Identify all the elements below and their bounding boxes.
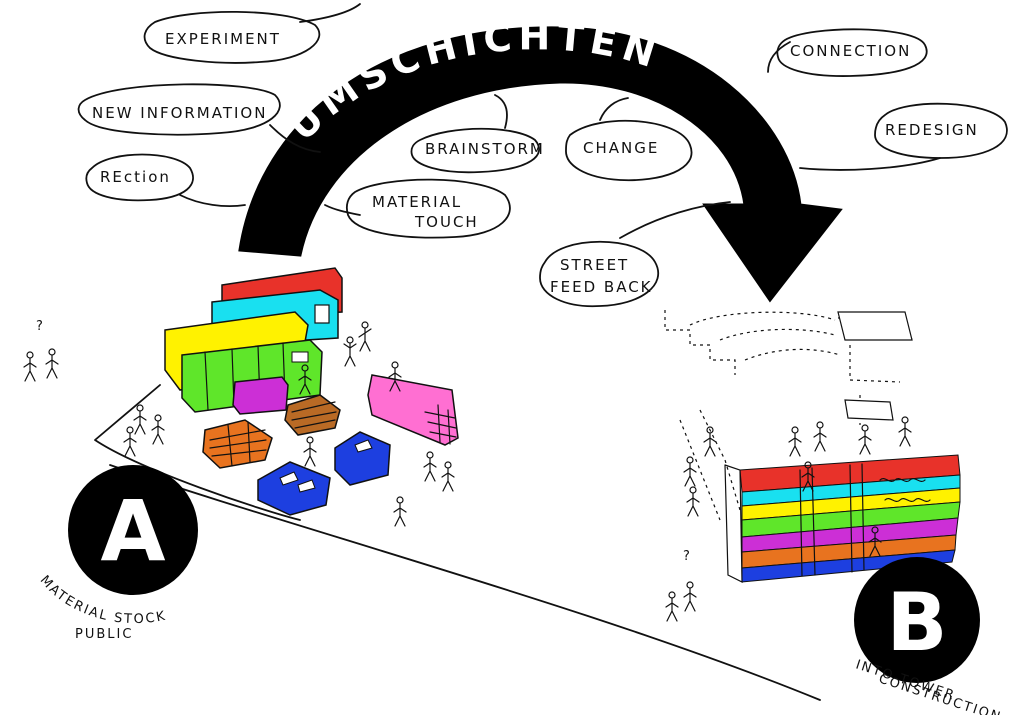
redesign-label: REDESIGN [885,121,979,139]
blue-box-2 [257,461,331,516]
caption-a-line2: PUBLIC [75,627,133,642]
bubble-experiment: EXPERIMENT [143,3,361,64]
bubble-change: CHANGE [565,97,693,182]
bubble-material-touch: MATERIAL TOUCH [324,178,511,239]
reaction-label: REction [100,168,171,186]
rainbow-tower [724,454,961,583]
material-touch-line1: MATERIAL [372,193,462,211]
connection-label: CONNECTION [790,42,911,60]
bubble-brainstorm: BRAINSTORM [410,94,545,174]
street-feedback-line2: FEED BACK [550,278,653,296]
pink-block [367,374,459,446]
bubble-reaction: REction [85,153,246,207]
node-a-letter: A [100,482,165,580]
node-a: A [68,465,198,595]
change-label: CHANGE [583,139,659,157]
people-a [23,321,455,527]
question-mark-a: ? [36,319,45,334]
magenta-block [232,376,289,415]
people-b [665,416,912,622]
question-mark-b: ? [683,549,692,564]
ground-lines [94,384,821,701]
material-touch-line2: TOUCH [414,213,479,231]
brainstorm-label: BRAINSTORM [425,140,545,158]
brown-crate [284,394,341,436]
node-b-letter: B [887,576,948,669]
material-stock [164,267,459,516]
blue-box-1 [334,431,391,486]
tower-construction [664,310,961,583]
bubble-redesign: REDESIGN [799,102,1008,171]
bubble-street-feedback: STREET FEED BACK [539,201,731,308]
new-information-label: NEW INFORMATION [92,104,267,122]
street-feedback-line1: STREET [560,256,629,274]
node-b: B [854,557,980,683]
bubble-connection: CONNECTION [767,28,928,77]
experiment-label: EXPERIMENT [165,30,281,48]
bubble-new-information: NEW INFORMATION [77,83,321,153]
